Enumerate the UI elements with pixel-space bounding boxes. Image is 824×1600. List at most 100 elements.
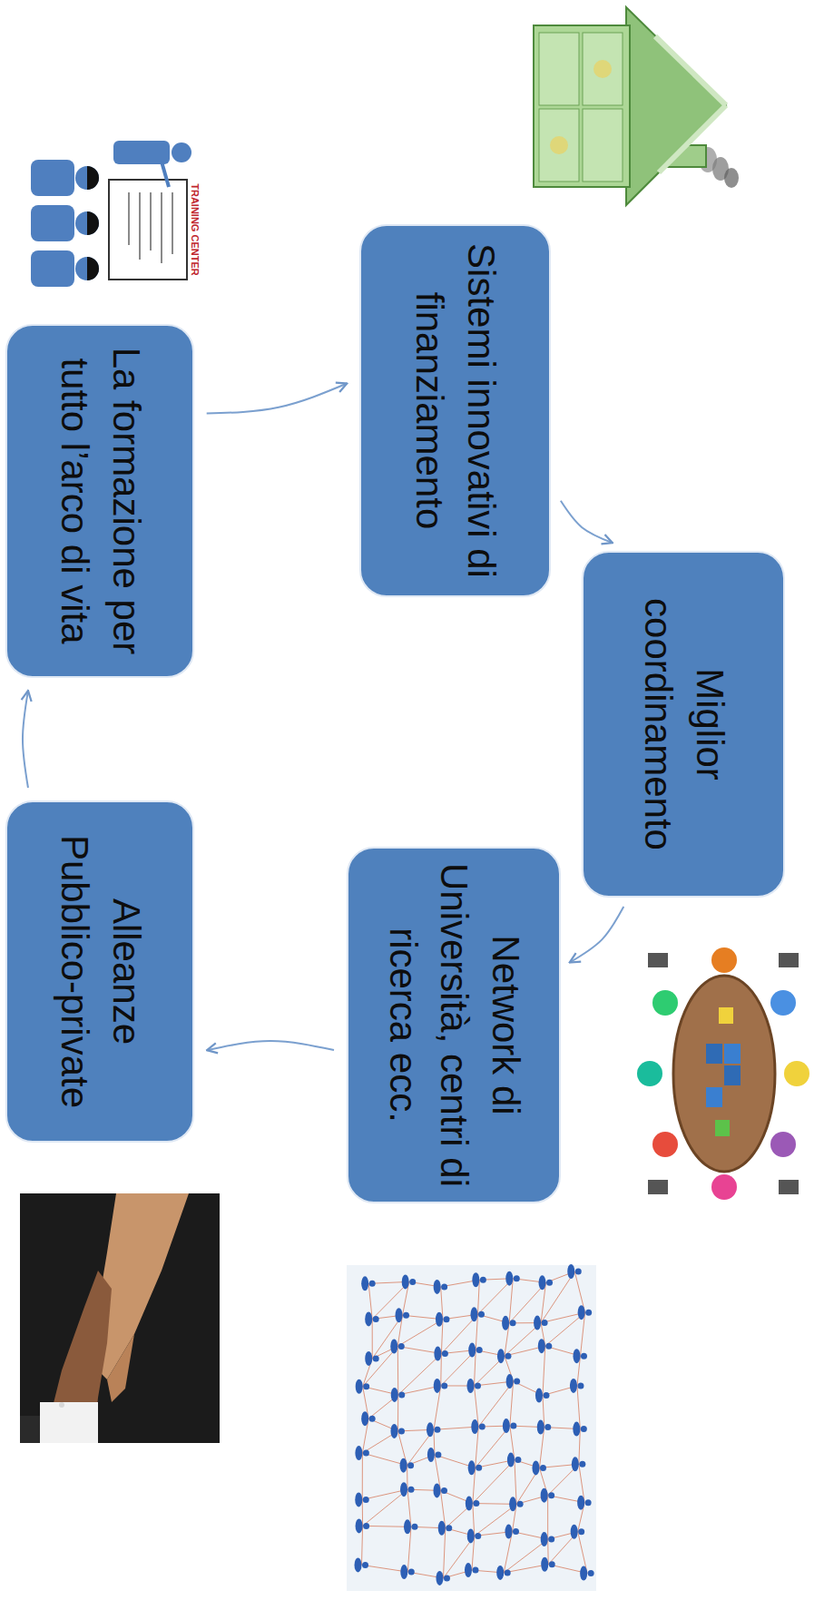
person-head <box>441 1382 448 1389</box>
network-person-icon <box>364 1311 380 1326</box>
illustration-part <box>161 161 169 187</box>
person-head <box>504 1569 511 1576</box>
network-person-icon <box>468 1460 483 1475</box>
illustration-part <box>784 1060 810 1087</box>
person-body <box>539 1275 547 1290</box>
network-link-line <box>362 1525 412 1528</box>
person-head <box>510 1422 517 1430</box>
illustration-part <box>718 1007 734 1024</box>
person-head <box>546 1279 553 1286</box>
network-person-icon <box>432 1482 448 1498</box>
process-box: Sistemi innovativi di finanziamento <box>359 224 551 598</box>
person-head <box>441 1487 448 1494</box>
illustration-part <box>658 105 726 173</box>
person-body <box>361 1411 369 1426</box>
person-head <box>545 1343 552 1350</box>
process-box: Miglior coordinamento <box>581 550 785 898</box>
network-person-icon <box>535 1388 550 1403</box>
person-head <box>398 1343 405 1350</box>
person-head <box>585 1309 592 1316</box>
network-person-icon <box>354 1491 370 1507</box>
person-head <box>434 1451 442 1458</box>
network-person-icon <box>354 1445 370 1461</box>
person-body <box>505 1271 513 1286</box>
network-person-icon <box>531 1460 547 1475</box>
illustration-part <box>539 32 579 106</box>
person-body <box>402 1274 410 1289</box>
illustration-part <box>770 990 796 1016</box>
illustration-part <box>778 1179 799 1195</box>
illustration-part <box>127 192 130 246</box>
network-person-icon <box>579 1566 595 1581</box>
flow-arrow <box>22 690 29 788</box>
person-body <box>355 1379 363 1394</box>
person-body <box>507 1452 515 1468</box>
network-person-icon <box>540 1488 556 1503</box>
person-body <box>400 1458 408 1473</box>
person-head <box>542 1392 550 1399</box>
person-head <box>585 1499 592 1506</box>
box-text: Network di Università, centri di ricerca… <box>376 861 531 1189</box>
person-head <box>472 1500 480 1507</box>
network-person-icon <box>390 1338 405 1354</box>
network-person-icon <box>570 1524 586 1540</box>
network-person-icon <box>438 1520 453 1536</box>
network-person-icon <box>435 1570 451 1586</box>
illustration-part <box>19 1193 220 1443</box>
person-body <box>570 1524 579 1540</box>
network-person-icon <box>506 1373 521 1389</box>
person-body <box>395 1307 403 1323</box>
illustration-part <box>647 1179 668 1195</box>
person-body <box>540 1557 549 1572</box>
person-head <box>548 1491 555 1499</box>
illustration-part <box>58 1402 65 1408</box>
person-body <box>355 1518 363 1533</box>
network-link-line <box>540 1271 575 1324</box>
person-head <box>407 1461 414 1469</box>
network-person-icon <box>390 1423 405 1439</box>
person-head <box>442 1315 450 1323</box>
illustration-part <box>87 211 99 236</box>
illustration-part <box>30 205 75 242</box>
person-body <box>433 1378 442 1393</box>
person-head <box>544 1423 551 1431</box>
network-person-icon <box>433 1346 449 1362</box>
person-head <box>443 1574 451 1581</box>
illustration-part <box>75 211 99 236</box>
person-body <box>533 1315 541 1331</box>
network-person-icon <box>572 1348 588 1364</box>
person-body <box>470 1419 479 1434</box>
illustration-part <box>346 1265 597 1591</box>
person-head <box>475 1464 482 1472</box>
network-link-line <box>503 1539 548 1573</box>
illustration-part <box>582 32 623 106</box>
network-person-icon <box>567 1264 582 1279</box>
network-person-icon <box>355 1518 371 1533</box>
person-body <box>467 1528 475 1543</box>
person-head <box>549 1560 556 1568</box>
box-text: Sistemi innovativi di finanziamento <box>403 238 507 583</box>
illustration-part <box>582 108 623 182</box>
person-body <box>465 1496 473 1511</box>
network-person-icon <box>433 1279 449 1295</box>
network-link-line <box>472 1460 515 1504</box>
network-person-icon <box>361 1411 376 1426</box>
money-house-picture <box>533 7 739 206</box>
person-head <box>441 1350 449 1357</box>
flow-arrow <box>569 906 625 962</box>
illustration-part <box>539 108 579 182</box>
network-link-line <box>514 1460 517 1505</box>
person-body <box>578 1304 586 1320</box>
illustration-part <box>30 250 75 287</box>
person-body <box>567 1264 575 1279</box>
person-body <box>470 1306 478 1322</box>
network-person-icon <box>433 1378 449 1393</box>
network-person-icon <box>435 1312 451 1327</box>
person-head <box>504 1353 511 1360</box>
network-person-icon <box>402 1274 417 1289</box>
network-person-icon <box>466 1378 481 1393</box>
person-body <box>496 1565 504 1580</box>
network-link-line <box>362 1489 408 1526</box>
process-box: La formazione per tutto l’arco di vita <box>5 323 195 678</box>
